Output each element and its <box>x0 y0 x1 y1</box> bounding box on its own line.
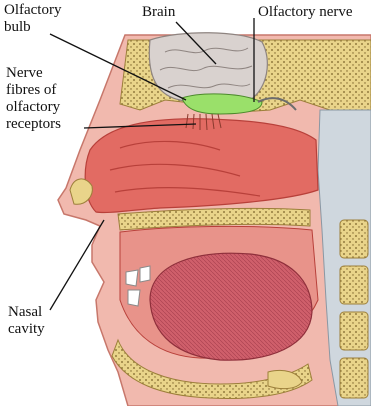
label-olfactory-nerve: Olfactory nerve <box>258 4 353 20</box>
label-nerve-fibres-line3: olfactory <box>6 99 61 115</box>
label-brain: Brain <box>142 4 176 20</box>
label-nasal-cavity-line1: Nasal <box>8 304 42 320</box>
label-nasal-cavity-line2: cavity <box>8 321 45 337</box>
nasal-cavity <box>85 119 318 213</box>
label-nerve-fibres-line4: receptors <box>6 116 61 132</box>
label-olfactory-bulb-line2: bulb <box>4 19 31 35</box>
label-nerve-fibres-line2: fibres of <box>6 82 56 98</box>
tongue <box>150 253 312 360</box>
label-olfactory-bulb-line1: Olfactory <box>4 2 62 18</box>
label-nerve-fibres-line1: Nerve <box>6 65 43 81</box>
